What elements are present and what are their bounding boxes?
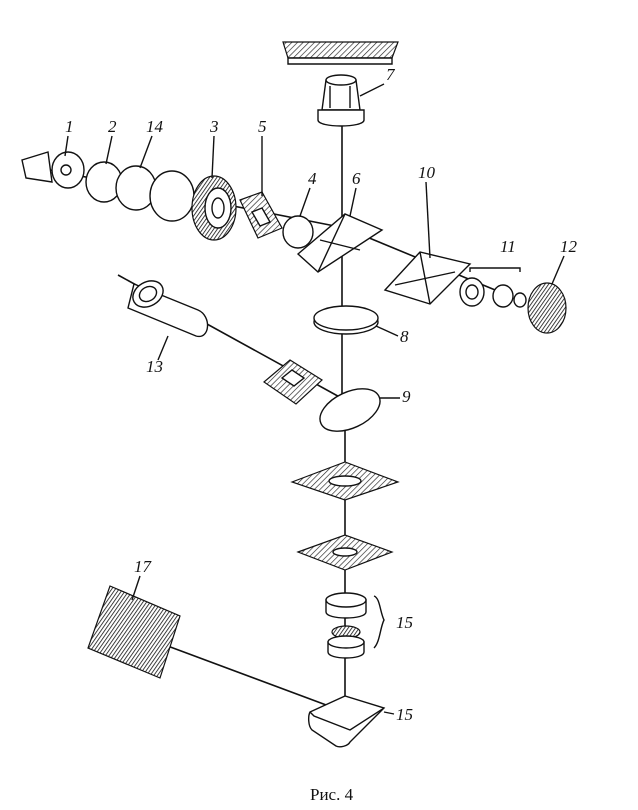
part-labels: 1 2 14 3 5 4 6 7 10 11 12 13 8 9 15 15 1…: [64, 65, 578, 724]
label-1: 1: [65, 117, 74, 136]
label-15-upper: 15: [396, 613, 413, 632]
mirror-block-15: [307, 695, 386, 748]
label-4: 4: [308, 169, 317, 188]
eyepiece-disc-12: [527, 282, 567, 334]
mirror-9: [319, 388, 381, 432]
label-13: 13: [146, 357, 163, 376]
label-3: 3: [209, 117, 219, 136]
filter-plate-13: [263, 359, 323, 405]
label-5: 5: [258, 117, 267, 136]
lamp-tube-13: [127, 280, 209, 337]
label-8: 8: [400, 327, 409, 346]
top-screen-plate: [282, 41, 399, 65]
specimen-plate-upper: [290, 461, 400, 501]
prism-6: [296, 213, 384, 273]
camera-unit-7: [317, 74, 365, 127]
condenser-lenses-2-14: [85, 161, 195, 222]
label-12: 12: [560, 237, 578, 256]
label-6: 6: [352, 169, 361, 188]
lens-8: [313, 305, 379, 335]
specimen-plate-lower: [296, 534, 394, 571]
objective-pair-15: [325, 592, 385, 659]
screen-17: [87, 585, 181, 679]
lens-ring-3: [191, 175, 237, 241]
label-15-lower: 15: [396, 705, 413, 724]
label-10: 10: [418, 163, 436, 182]
diaphragm-5: [239, 191, 283, 239]
label-14: 14: [146, 117, 164, 136]
light-source-1: [21, 151, 85, 189]
prism-10: [383, 251, 472, 305]
label-9: 9: [402, 387, 411, 406]
label-7: 7: [386, 65, 396, 84]
eyepiece-group-11: [459, 267, 527, 308]
label-2: 2: [108, 117, 117, 136]
label-17: 17: [134, 557, 153, 576]
label-11: 11: [500, 237, 516, 256]
lens-4: [282, 215, 314, 249]
figure-caption: Рис. 4: [310, 785, 354, 804]
